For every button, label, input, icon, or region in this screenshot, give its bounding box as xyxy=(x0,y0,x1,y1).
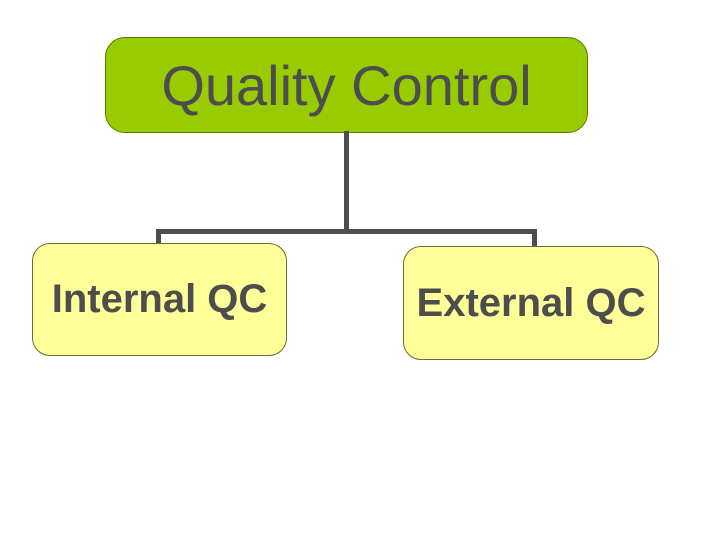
connector-horizontal xyxy=(156,229,537,234)
diagram-node-external-qc[interactable]: External QC xyxy=(403,246,659,360)
diagram-node-quality-control[interactable]: Quality Control xyxy=(105,37,588,133)
connector-internal-stub xyxy=(156,229,161,245)
connector-external-stub xyxy=(532,229,537,248)
root-node-label: Quality Control xyxy=(161,53,532,117)
external-qc-label: External QC xyxy=(416,280,646,325)
internal-qc-label: Internal QC xyxy=(51,277,268,321)
diagram-node-internal-qc[interactable]: Internal QC xyxy=(32,243,287,356)
connector-root-vertical xyxy=(344,131,349,232)
